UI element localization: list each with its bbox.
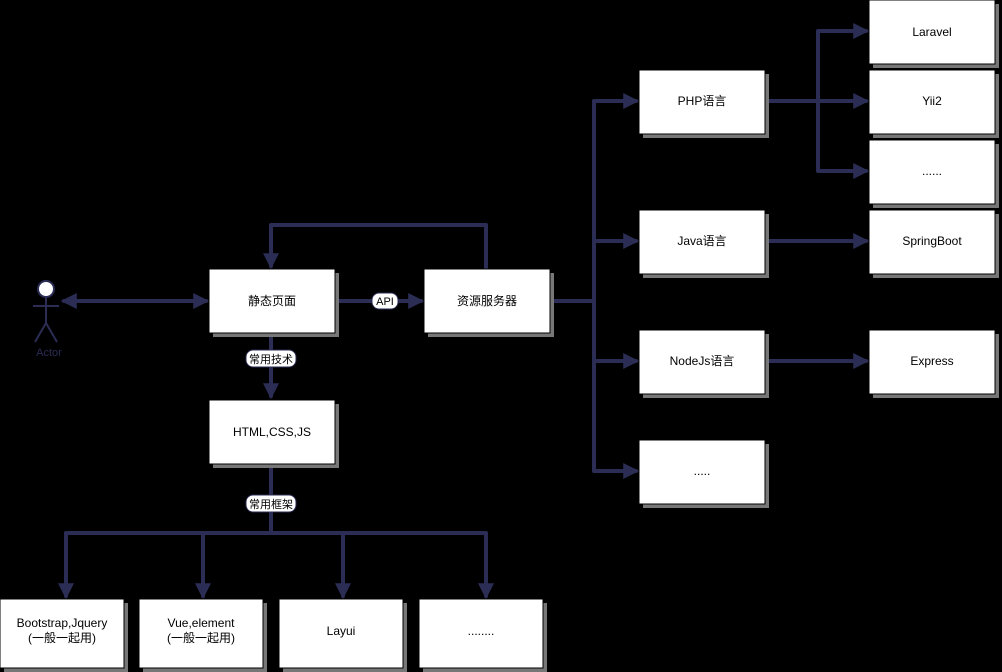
edge-html-fw-more [269, 531, 494, 600]
edge-php-laravel [766, 23, 870, 103]
node-fw-more-label: ........ [468, 624, 495, 638]
node-springboot: SpringBoot [868, 209, 999, 278]
node-static-page: 静态页面 [208, 268, 339, 337]
node-laravel: Laravel [868, 0, 999, 68]
node-layui: Layui [278, 598, 407, 672]
node-nodejs-label: NodeJs语言 [670, 354, 735, 368]
node-resource-server: 资源服务器 [423, 268, 554, 337]
node-java-label: Java语言 [677, 234, 726, 248]
edge-label-common-frameworks: 常用框架 [245, 494, 297, 513]
edge-server-lang-more [592, 359, 640, 479]
node-php: PHP语言 [638, 69, 769, 138]
edge-label-common-tech-text: 常用技术 [249, 353, 293, 366]
edge-html-vue [195, 531, 273, 600]
node-express-label: Express [910, 354, 953, 368]
edge-label-api: API [371, 292, 399, 310]
node-php-more-label: ...... [922, 164, 942, 178]
edge-html-layui [269, 531, 351, 600]
edge-html-bootstrap [58, 462, 273, 600]
edge-resource-server-static-page [263, 223, 488, 271]
node-php-label: PHP语言 [678, 94, 727, 108]
edge-server-php [548, 93, 640, 303]
node-fw-more: ........ [418, 598, 547, 672]
node-express: Express [868, 329, 999, 398]
node-html-css-js: HTML,CSS,JS [208, 399, 339, 468]
edge-server-nodejs [592, 299, 640, 369]
node-laravel-label: Laravel [912, 25, 951, 39]
node-php-more: ...... [868, 139, 999, 208]
node-static-page-label: 静态页面 [248, 294, 296, 308]
node-yii2-label: Yii2 [922, 94, 942, 108]
node-lang-more-label: ..... [694, 464, 711, 478]
node-bootstrap-label-line2: (一般一起用) [28, 630, 96, 645]
edges [58, 23, 870, 600]
actor-figure [33, 280, 59, 343]
node-bootstrap-label-line1: Bootstrap,Jquery [17, 616, 108, 630]
node-lang-more: ..... [638, 439, 769, 508]
node-html-css-js-label: HTML,CSS,JS [233, 425, 311, 439]
actor-label: Actor [36, 347, 62, 359]
node-vue-label-line2: (一般一起用) [167, 630, 235, 645]
edge-label-common-tech: 常用技术 [245, 349, 297, 368]
node-yii2: Yii2 [868, 69, 999, 138]
node-bootstrap: Bootstrap,Jquery (一般一起用) [0, 598, 128, 672]
node-nodejs: NodeJs语言 [638, 329, 769, 398]
edge-label-common-frameworks-text: 常用框架 [249, 498, 293, 511]
node-vue: Vue,element (一般一起用) [138, 598, 267, 672]
node-layui-label: Layui [327, 624, 356, 638]
node-java: Java语言 [638, 209, 769, 278]
node-vue-label-line1: Vue,element [168, 616, 236, 630]
edge-label-api-text: API [376, 296, 394, 308]
node-springboot-label: SpringBoot [902, 234, 962, 248]
node-resource-server-label: 资源服务器 [457, 293, 517, 308]
edge-php-more [816, 99, 870, 179]
